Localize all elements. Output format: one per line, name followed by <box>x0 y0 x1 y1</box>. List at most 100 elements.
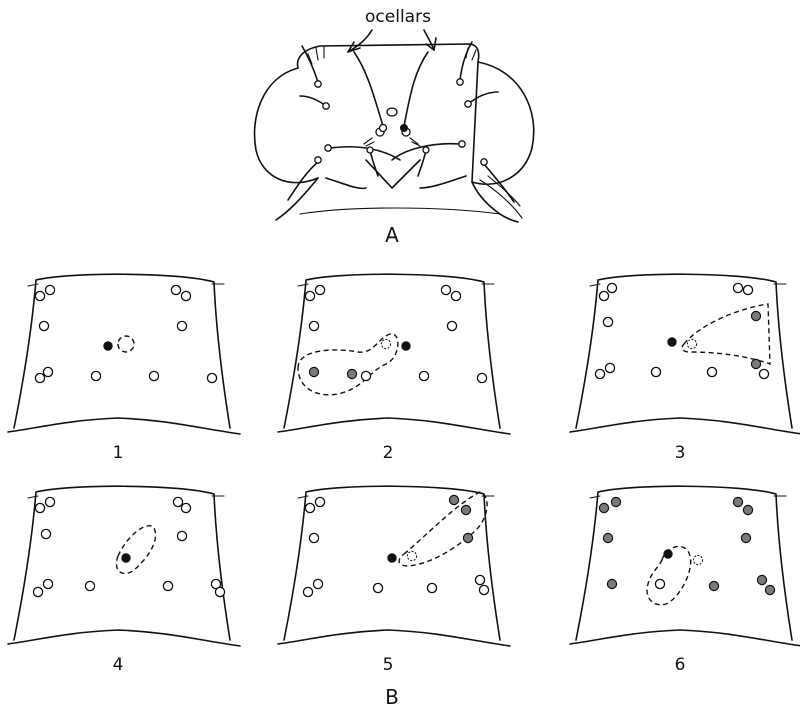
label-b: B <box>385 685 399 709</box>
frons-outline <box>14 486 230 640</box>
seta-socket-open <box>707 367 716 376</box>
seta-socket-open <box>441 285 450 294</box>
frons-panel-4: 4 <box>8 486 240 675</box>
ocellar-socket-left <box>380 125 387 132</box>
seta-socket-open <box>35 291 44 300</box>
seta-socket-open <box>733 283 742 292</box>
seta-socket-open <box>315 497 324 506</box>
ocellars-callout: ocellars <box>365 7 431 27</box>
ocellar-socket-right <box>401 125 408 132</box>
seta-socket-open <box>605 363 614 372</box>
seta-socket-open <box>39 321 48 330</box>
frons-base <box>570 630 800 646</box>
seta-socket-open <box>313 579 322 588</box>
right-eye <box>472 62 534 184</box>
seta-socket-stippled <box>607 579 616 588</box>
label-a: A <box>385 223 399 247</box>
seta-socket-stippled <box>757 575 766 584</box>
seta-socket-stippled <box>743 505 752 514</box>
seta-socket-filled <box>388 554 396 562</box>
frons-side-tick-left <box>590 496 600 498</box>
panel-label-3: 3 <box>675 443 686 463</box>
seta-socket-open <box>479 585 488 594</box>
ocellus-median <box>387 108 397 116</box>
frons-base <box>278 418 510 434</box>
seta-socket-open <box>373 583 382 592</box>
neck-line <box>300 208 500 214</box>
seta-socket-open <box>309 533 318 542</box>
seta-socket-stippled <box>463 533 472 542</box>
frons-panel-5: 5 <box>278 486 510 675</box>
frons-panel-3: 3 <box>570 274 800 463</box>
seta-socket-open <box>181 503 190 512</box>
frons-panel-1: 1 <box>8 274 240 463</box>
seta-socket-open <box>181 291 190 300</box>
panel-label-6: 6 <box>675 655 686 675</box>
seta-socket-open <box>651 367 660 376</box>
frons-side-tick-left <box>298 496 308 498</box>
frons-base <box>8 418 240 434</box>
seta-socket-stippled <box>461 505 470 514</box>
seta-socket-open <box>163 581 172 590</box>
seta-socket-open <box>427 583 436 592</box>
seta-socket-open <box>177 531 186 540</box>
seta-socket-open <box>43 367 52 376</box>
seta-socket-open <box>603 317 612 326</box>
seta-socket-open <box>759 369 768 378</box>
frons-base <box>570 418 800 434</box>
seta-socket-filled <box>104 342 112 350</box>
seta-socket-open <box>43 579 52 588</box>
seta-socket-filled <box>122 554 130 562</box>
seta-socket-open <box>177 321 186 330</box>
left-eye <box>255 68 318 183</box>
seta-socket-dotted <box>407 551 416 560</box>
seta-socket-open <box>361 371 370 380</box>
seta-socket-filled <box>664 550 672 558</box>
seta-socket-open <box>305 291 314 300</box>
seta-socket-stippled <box>741 533 750 542</box>
seta-socket-open <box>595 369 604 378</box>
seta-socket-dotted <box>381 339 390 348</box>
ocellar-bristle-right <box>404 52 428 126</box>
seta-socket-open <box>215 587 224 596</box>
seta-socket-open <box>207 373 216 382</box>
panel-label-1: 1 <box>113 443 124 463</box>
frons-side-tick-left <box>298 284 308 286</box>
frons-panel-2: 2 <box>278 274 510 463</box>
seta-socket-open <box>35 373 44 382</box>
frons-panel-6: 6 <box>570 486 800 675</box>
seta-socket-open <box>419 371 428 380</box>
seta-socket-open <box>33 587 42 596</box>
seta-socket-filled <box>402 342 410 350</box>
seta-socket-stippled <box>765 585 774 594</box>
seta-socket-open <box>743 285 752 294</box>
frons-margin <box>326 176 466 188</box>
seta-socket-open <box>149 371 158 380</box>
frons-side-tick-left <box>28 284 38 286</box>
frons-side-tick-left <box>590 284 600 286</box>
head-drawing-a: ocellars A <box>255 7 534 247</box>
seta-socket-dotted <box>687 339 696 348</box>
frons-base <box>278 630 510 646</box>
ocellar-bristle-left <box>354 52 383 126</box>
seta-socket-open <box>91 371 100 380</box>
seta-socket-open <box>303 587 312 596</box>
seta-socket-stippled <box>449 495 458 504</box>
seta-socket-open <box>309 321 318 330</box>
seta-socket-stippled <box>751 311 760 320</box>
seta-socket-stippled <box>733 497 742 506</box>
seta-socket-open <box>173 497 182 506</box>
seta-socket-open <box>599 291 608 300</box>
panel-label-2: 2 <box>383 443 394 463</box>
seta-socket-stippled <box>309 367 318 376</box>
frons-side-tick-left <box>28 496 38 498</box>
seta-socket-open <box>451 291 460 300</box>
seta-socket-filled <box>668 338 676 346</box>
seta-socket-open <box>45 497 54 506</box>
frons-base <box>8 630 240 646</box>
callout-arrow-left-head <box>348 42 360 52</box>
enclosure-dashed <box>116 526 155 574</box>
seta-socket-open <box>171 285 180 294</box>
